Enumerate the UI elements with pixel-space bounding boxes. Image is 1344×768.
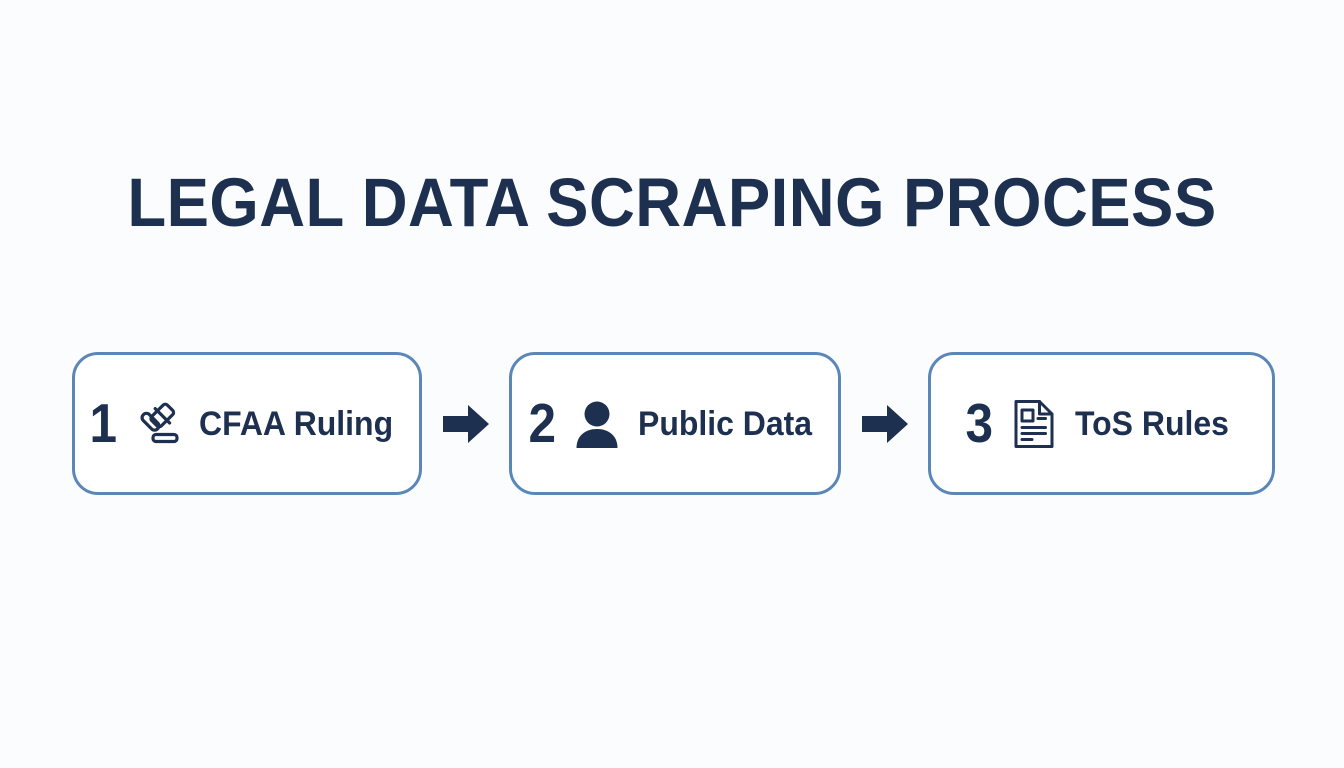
process-step-3[interactable]: 3 ToS R [928,352,1275,495]
arrow-right-icon [440,402,492,446]
step-1-content: 1 CFAA Ruling [78,395,415,453]
step-1-number: 1 [89,392,118,454]
page-title: LEGAL DATA SCRAPING PROCESS [127,164,1217,241]
arrow-right-icon [859,402,911,446]
process-step-2[interactable]: 2 Public Data [509,352,841,495]
document-icon [1007,395,1061,453]
step-2-content: 2 Public Data [517,395,833,453]
gavel-icon [131,395,185,453]
process-flow: 1 CFAA Ruling [72,352,1275,495]
step-3-number: 3 [965,392,994,454]
step-1-label: CFAA Ruling [199,404,394,443]
step-2-number: 2 [528,392,557,454]
step-3-label: ToS Rules [1074,404,1229,443]
step-2-label: Public Data [637,404,812,443]
step-3-content: 3 ToS R [954,395,1248,453]
process-step-1[interactable]: 1 CFAA Ruling [72,352,422,495]
person-icon [570,395,624,453]
